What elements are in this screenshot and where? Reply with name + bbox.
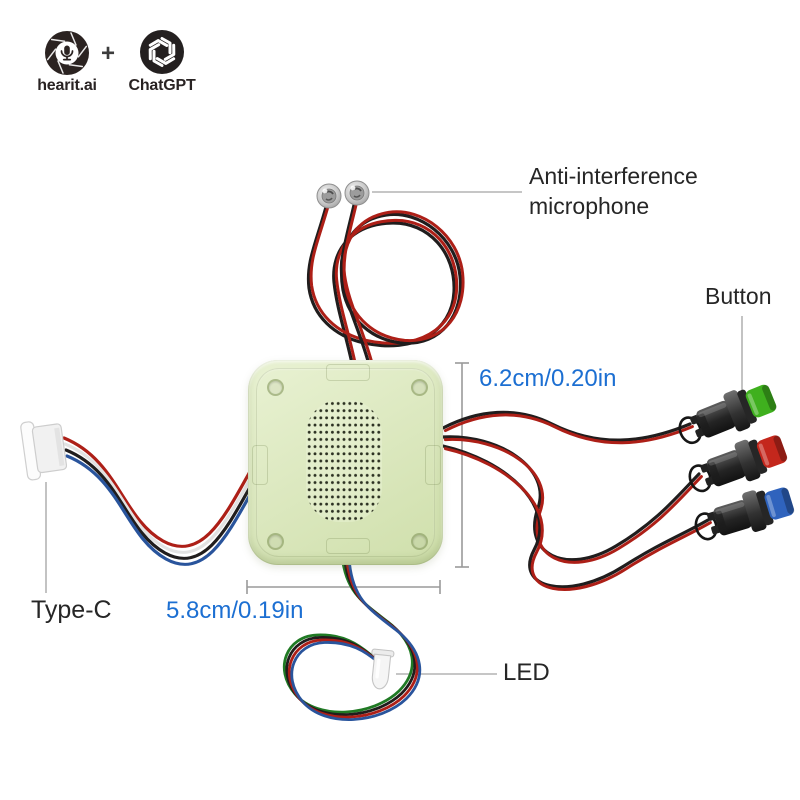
main-speaker-module (248, 360, 443, 565)
typec-wires (62, 436, 257, 567)
module-notch-bottom (326, 538, 370, 554)
screw-hole-top-left (267, 379, 284, 396)
screw-hole-top-right (411, 379, 428, 396)
push-button-blue (694, 487, 795, 541)
module-notch-left (252, 445, 268, 485)
button-wires (441, 410, 712, 591)
push-button-red (688, 435, 788, 493)
width-dimension-value: 5.8cm/0.19in (166, 597, 304, 624)
chatgpt-logo-icon (140, 30, 184, 74)
chatgpt-logo-label: ChatGPT (128, 77, 196, 94)
screw-hole-bottom-right (411, 533, 428, 550)
push-button-green (678, 384, 777, 445)
height-dimension-value: 6.2cm/0.20in (479, 365, 617, 392)
button-cap-green (745, 384, 777, 418)
microphone-callout-line1: Anti-interference (529, 163, 698, 189)
led-bulb (371, 648, 395, 690)
button-callout: Button (705, 283, 772, 309)
led-wires (282, 554, 422, 722)
height-dimension-line (455, 362, 469, 568)
microphone-callout: Anti-interference microphone (529, 161, 698, 221)
microphone-wires (306, 200, 465, 370)
hearit-logo-label: hearit.ai (37, 77, 97, 94)
microphone-right (344, 180, 370, 206)
screw-hole-bottom-left (267, 533, 284, 550)
hearit-logo-icon (45, 31, 89, 75)
microphone-left (316, 183, 342, 209)
plus-separator: + (101, 40, 116, 67)
speaker-grille (306, 400, 382, 522)
led-callout: LED (503, 659, 550, 686)
width-dimension-line (246, 580, 441, 594)
button-cap-red (756, 435, 787, 468)
button-cap-blue (764, 487, 794, 520)
microphone-callout-line2: microphone (529, 193, 650, 219)
module-notch-right (425, 445, 441, 485)
typec-callout: Type-C (31, 596, 112, 624)
typec-connector (20, 421, 68, 481)
dimension-lines (246, 362, 469, 594)
module-notch-top (326, 364, 370, 381)
mic-glyph (60, 45, 74, 61)
